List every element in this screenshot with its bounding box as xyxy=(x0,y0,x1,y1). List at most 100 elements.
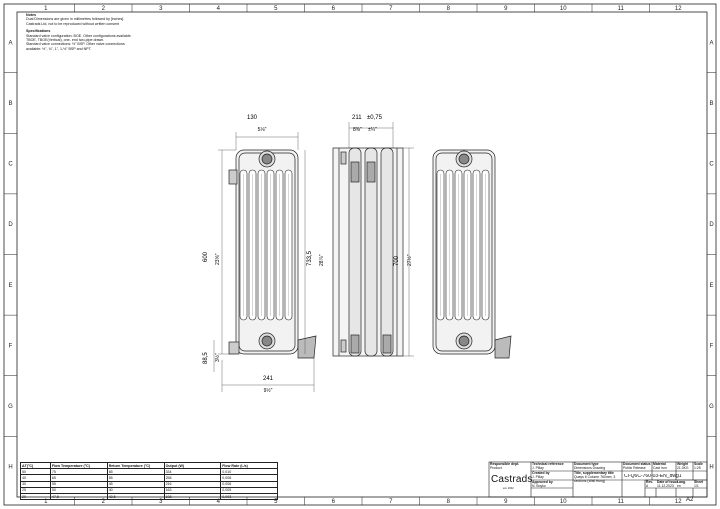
drawing-number: CI-Q6C-760-03-EN_dwg1 xyxy=(624,474,682,478)
grid-col-label: 11 xyxy=(618,6,625,12)
approved-by-label: Approved by xyxy=(532,480,553,484)
scale: 1:25 xyxy=(694,466,701,470)
drawing-title: Quays 6 Column 760mm, 3 sections (Wall H… xyxy=(574,475,616,483)
grid-col-label: 12 xyxy=(675,6,682,12)
sheet-label: Sheet xyxy=(694,480,704,484)
grid-col-label: 8 xyxy=(447,6,451,12)
grid-col-label: 2 xyxy=(102,499,106,505)
grid-col-label: 5 xyxy=(274,6,278,12)
title-label: Title, supplementary title xyxy=(574,471,614,475)
grid-row-label: E xyxy=(709,283,713,289)
date-label: Date of issue xyxy=(657,480,679,484)
spec-line: Standard valve configuration: BOE. Other… xyxy=(26,33,132,38)
grid-col-label: 10 xyxy=(560,499,567,505)
weight-label: Weight xyxy=(677,462,689,466)
doc-type: Dimensions Drawing xyxy=(574,466,606,470)
grid-col-label: 5 xyxy=(274,499,278,505)
grid-row-label: F xyxy=(9,343,13,349)
created-by-label: Created by xyxy=(532,471,550,475)
notes-line: Castrads Ltd, not to be reproduced witho… xyxy=(26,21,120,26)
grid-col-label: 9 xyxy=(504,6,508,12)
table-cell: 108 xyxy=(163,492,222,501)
front-width-in: 5⅛" xyxy=(258,127,267,133)
material-label: Material xyxy=(653,462,666,466)
grid-col-label: 7 xyxy=(389,6,393,12)
grid-col-label: 4 xyxy=(217,499,221,505)
front-total-in: 28⅞" xyxy=(319,254,325,266)
front-depth-mm: 241 xyxy=(263,376,274,382)
grid-col-label: 3 xyxy=(159,499,163,505)
grid-row-label: A xyxy=(8,40,12,46)
front-total-mm: 733,5 xyxy=(307,250,313,266)
front-foot-in: 3½" xyxy=(214,353,221,362)
flow-rate-table: ΔT(°C) Flow Temperature (°C) Return Temp… xyxy=(20,461,278,501)
table-cell: 0,003 xyxy=(220,492,278,501)
grid-ticks xyxy=(4,4,716,505)
spec-line: TBOE, TBOE(Vertical), one- end two-pipe … xyxy=(26,38,105,43)
grid-col-label: 12 xyxy=(675,499,682,505)
notes-title: Notes xyxy=(26,13,36,17)
notes-line: Dual Dimensions are given in millimetres… xyxy=(26,17,125,22)
title-block-frame xyxy=(488,461,708,498)
brand-logo: Castrads xyxy=(491,474,533,485)
grid-row-label: D xyxy=(709,222,714,228)
grid-col-label: 9 xyxy=(504,499,508,505)
side-view xyxy=(332,147,404,357)
grid-row-label: F xyxy=(710,343,714,349)
weight: 21.0KG xyxy=(677,466,689,470)
side-height-mm: 700 xyxy=(394,255,400,266)
grid-col-label: 2 xyxy=(102,6,106,12)
grid-row-label: C xyxy=(8,162,13,168)
technical-ref-label: Technical reference xyxy=(532,462,564,466)
doc-status: Public Release xyxy=(623,466,646,470)
grid-col-label: 11 xyxy=(618,499,625,505)
table-cell: 20 xyxy=(20,492,51,501)
spec-line: Standard valve connections: ½" BSP. Othe… xyxy=(26,42,125,47)
rev-label: Rev. xyxy=(646,480,653,484)
grid-col-label: 7 xyxy=(389,499,393,505)
grid-row-label: G xyxy=(709,404,714,410)
grid-col-label: 8 xyxy=(447,499,451,505)
date-of-issue: 11.12.2023 xyxy=(657,484,674,488)
side-width-tolerance: ±0,75 xyxy=(367,115,383,121)
side-width-mm: 211 xyxy=(352,115,362,121)
front-depth-in: 9½" xyxy=(264,387,273,394)
created-by: J. Pillay xyxy=(532,475,544,479)
front-height-in: 23⅝" xyxy=(215,253,221,265)
grid-col-label: 6 xyxy=(332,499,336,505)
technical-ref: J. Pillay xyxy=(532,466,544,470)
grid-col-label: 6 xyxy=(332,6,336,12)
material: Cast Iron xyxy=(653,466,667,470)
spec-title: Specifications xyxy=(26,29,51,34)
grid-row-label: D xyxy=(8,222,13,228)
grid-row-label: H xyxy=(8,465,12,471)
grid-row-label: G xyxy=(8,404,13,410)
grid-col-label: 1 xyxy=(44,6,48,12)
front-foot-mm: 88,5 xyxy=(203,352,209,364)
grid-col-label: 4 xyxy=(217,6,221,12)
front-view xyxy=(228,149,317,359)
front-height-mm: 600 xyxy=(203,251,209,262)
grid-row-label: B xyxy=(709,101,713,107)
scale-label: Scale xyxy=(694,462,703,466)
table-cell: 42,5 xyxy=(106,492,165,501)
grid-row-label: B xyxy=(8,101,12,107)
doc-type-label: Document type xyxy=(574,462,599,466)
grid-col-label: 1 xyxy=(44,499,48,505)
table-cell: 47,5 xyxy=(49,492,108,501)
grid-col-label: 3 xyxy=(159,6,163,12)
front-dimensions xyxy=(213,132,315,392)
title-block: Responsible dept. Product Castrads est. … xyxy=(489,462,707,499)
grid-row-label: A xyxy=(709,40,713,46)
rev: A xyxy=(646,484,649,488)
doc-status-label: Document status xyxy=(623,462,651,466)
spec-line: available: ½", ¾", 1", 1-½" BSP and NPT. xyxy=(26,46,92,51)
grid-col-label: 10 xyxy=(560,6,567,12)
approved-by: N. Boyko xyxy=(532,484,546,488)
paper-size: A2 xyxy=(686,497,694,503)
sheet-number: 1/1 xyxy=(694,484,699,488)
brand-subtitle: est. 2002 xyxy=(503,487,514,490)
responsible-dept: Product xyxy=(490,466,502,470)
responsible-dept-label: Responsible dept. xyxy=(490,462,520,466)
